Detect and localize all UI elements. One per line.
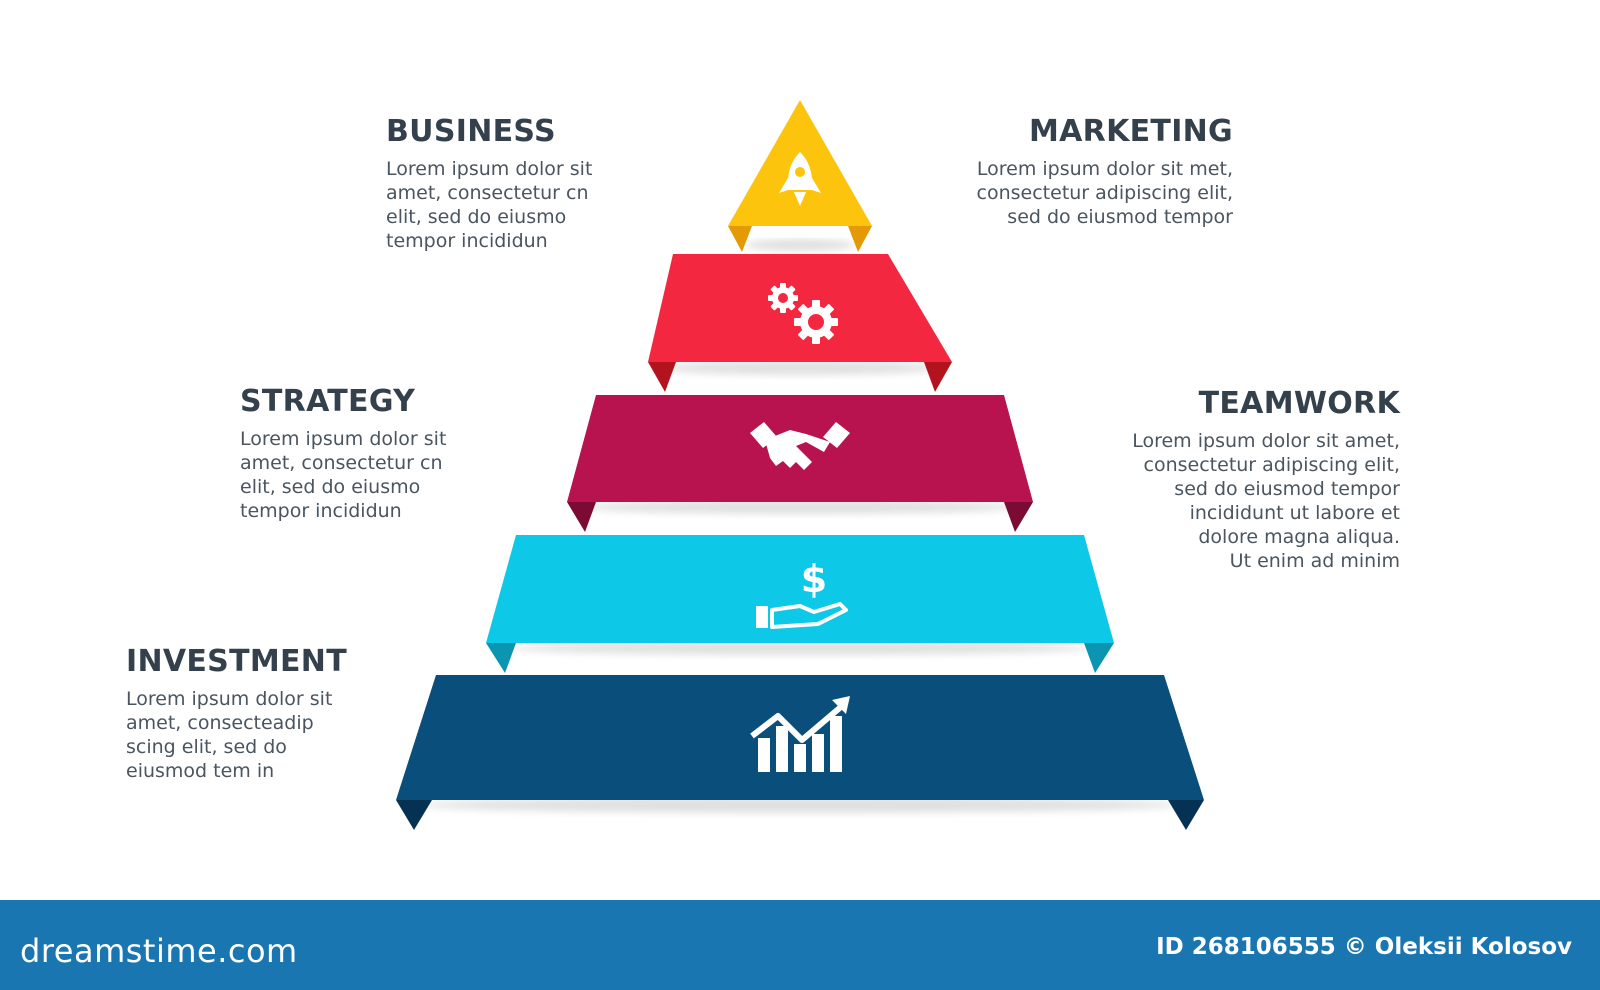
strategy-line-4: tempor incididun [240, 500, 402, 522]
svg-text:$: $ [801, 557, 827, 601]
investment-line-1: Lorem ipsum dolor sit [126, 688, 333, 710]
tier-4-fold-left [486, 643, 516, 673]
tier-3-face [567, 395, 1033, 502]
strategy-line-2: amet, consectetur cn [240, 452, 443, 474]
teamwork-title: TEAMWORK [1198, 386, 1400, 421]
business-description: Lorem ipsum dolor sit amet, consectetur … [386, 157, 646, 253]
teamwork-line-4: incididunt ut labore et [1189, 502, 1400, 524]
tier-5-fold-left [396, 800, 432, 830]
investment-label: INVESTMENT Lorem ipsum dolor sit amet, c… [126, 645, 376, 783]
investment-line-4: eiusmod tem in [126, 760, 275, 782]
tier-3-fold-right [1004, 502, 1033, 532]
teamwork-line-5: dolore magna aliqua. [1198, 526, 1400, 548]
teamwork-label: TEAMWORK Lorem ipsum dolor sit amet, con… [1070, 387, 1400, 573]
teamwork-line-2: consectetur adipiscing elit, [1143, 454, 1400, 476]
pyramid-diagram: $ [396, 100, 1204, 830]
tier-3-fold-left [567, 502, 596, 532]
marketing-label: MARKETING Lorem ipsum dolor sit met, con… [900, 115, 1233, 229]
tier-4-fold-right [1084, 643, 1114, 673]
teamwork-description: Lorem ipsum dolor sit amet, consectetur … [1070, 429, 1400, 573]
business-line-1: Lorem ipsum dolor sit [386, 158, 593, 180]
business-title: BUSINESS [386, 114, 556, 149]
strategy-line-1: Lorem ipsum dolor sit [240, 428, 447, 450]
tier-1-fold-right [848, 226, 872, 252]
marketing-line-3: sed do eiusmod tempor [1007, 206, 1233, 228]
teamwork-line-1: Lorem ipsum dolor sit amet, [1132, 430, 1400, 452]
strategy-label: STRATEGY Lorem ipsum dolor sit amet, con… [240, 385, 500, 523]
investment-line-2: amet, consecteadip [126, 712, 314, 734]
investment-description: Lorem ipsum dolor sit amet, consecteadip… [126, 687, 376, 783]
marketing-title: MARKETING [1029, 114, 1233, 149]
pyramid-tier-4 [486, 535, 1114, 673]
footer-bar: dreamstime.com ID 268106555 © Oleksii Ko… [0, 900, 1600, 990]
strategy-title: STRATEGY [240, 384, 416, 419]
growth-chart-icon [750, 696, 850, 772]
strategy-description: Lorem ipsum dolor sit amet, consectetur … [240, 427, 500, 523]
investment-title: INVESTMENT [126, 644, 347, 679]
rocket-icon [779, 152, 821, 206]
strategy-line-3: elit, sed do eiusmo [240, 476, 421, 498]
footer-brand[interactable]: dreamstime.com [20, 932, 298, 970]
handshake-icon [750, 422, 850, 470]
business-line-4: tempor incididun [386, 230, 548, 252]
business-line-2: amet, consectetur cn [386, 182, 589, 204]
pyramid-tier-3 [567, 395, 1033, 532]
footer-credit: ID 268106555 © Oleksii Kolosov [1156, 934, 1572, 960]
teamwork-line-3: sed do eiusmod tempor [1174, 478, 1400, 500]
marketing-line-2: consectetur adipiscing elit, [976, 182, 1233, 204]
tier-2-fold-left [648, 362, 676, 392]
tier-2-fold-right [924, 362, 952, 392]
business-label: BUSINESS Lorem ipsum dolor sit amet, con… [386, 115, 646, 253]
teamwork-line-6: Ut enim ad minim [1229, 550, 1400, 572]
dollar-hand-icon: $ [756, 557, 848, 629]
marketing-line-1: Lorem ipsum dolor sit met, [976, 158, 1233, 180]
tier-5-fold-right [1168, 800, 1204, 830]
tier-1-fold-left [728, 226, 752, 252]
gears-icon [768, 283, 838, 344]
infographic-canvas: $ BUSINESS Lorem ipsum dolor sit amet, c… [126, 100, 1400, 830]
business-line-3: elit, sed do eiusmo [386, 206, 567, 228]
tier-4-face [486, 535, 1114, 643]
investment-line-3: scing elit, sed do [126, 736, 287, 758]
marketing-description: Lorem ipsum dolor sit met, consectetur a… [900, 157, 1233, 229]
